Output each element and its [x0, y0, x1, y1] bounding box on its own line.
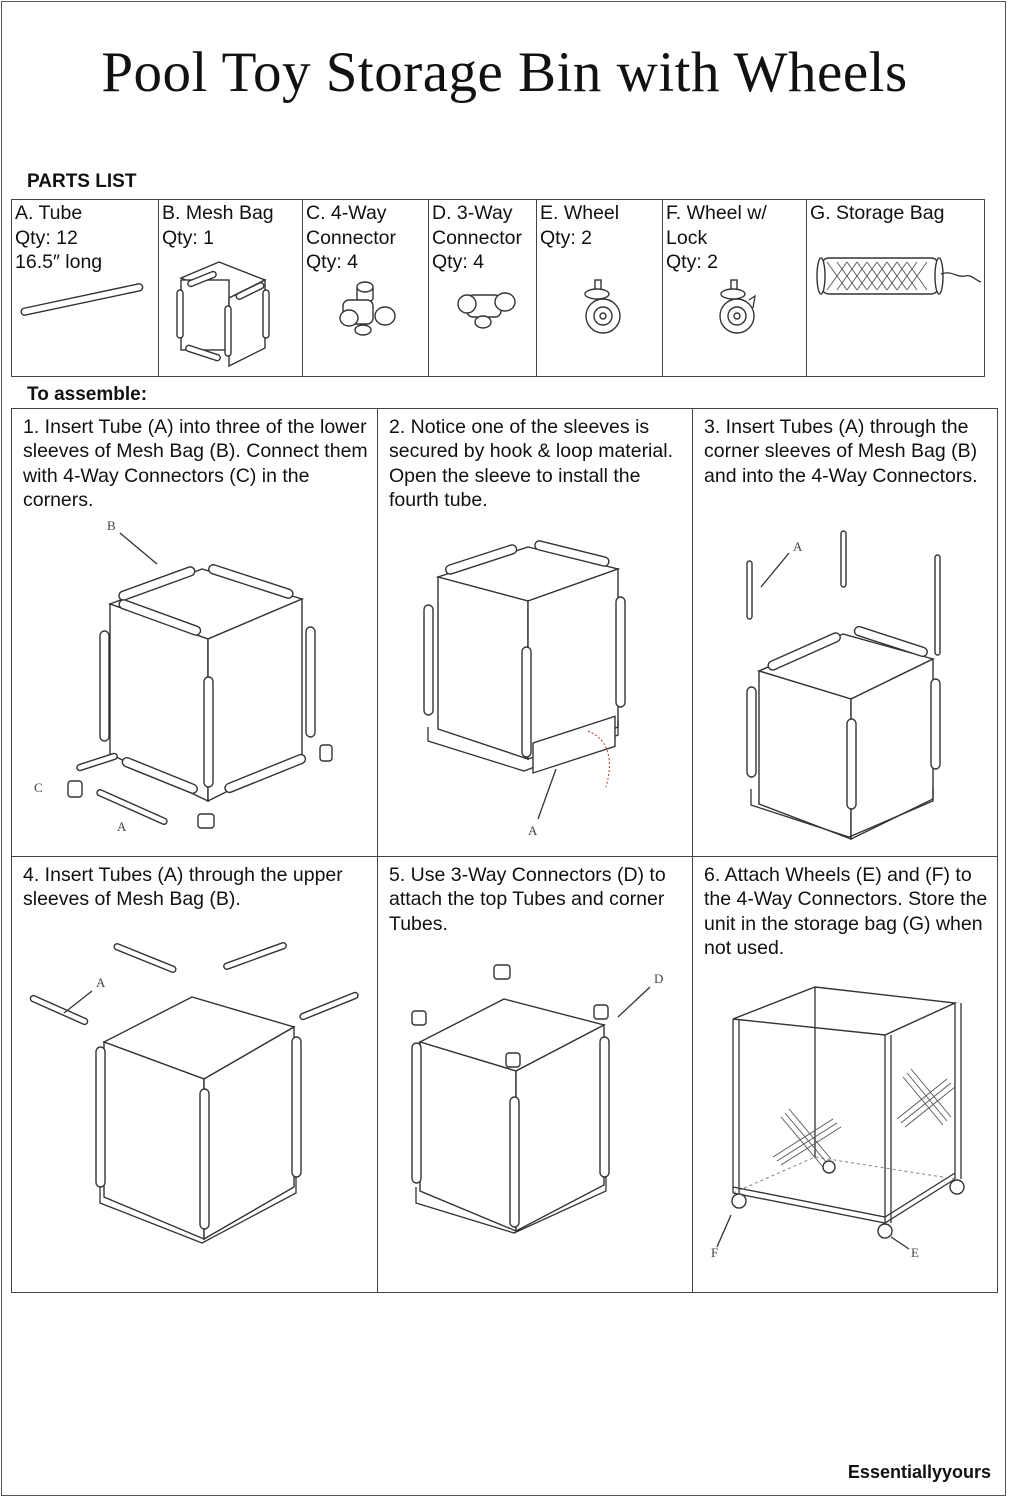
step-3-label-a: A [793, 539, 803, 554]
page-title: Pool Toy Storage Bin with Wheels [101, 41, 908, 104]
step-1-text: 1. Insert Tube (A) into three of the low… [23, 416, 368, 511]
step-4-label-a: A [96, 975, 106, 990]
part-four-way-connector-text: C. 4-Way Connector Qty: 4 [306, 202, 396, 273]
step-1-label-b: B [107, 518, 116, 533]
step-4-illustration: A [29, 942, 359, 1244]
step-5-illustration: D [411, 964, 663, 1234]
step-6: 6. Attach Wheels (E) and (F) to the 4-Wa… [693, 857, 997, 1292]
part-mesh-bag: B. Mesh Bag Qty: 1 [159, 200, 303, 376]
part-locking-wheel: F. Wheel w/ Lock Qty: 2 [663, 200, 807, 376]
step-3-text: 3. Insert Tubes (A) through the corner s… [704, 416, 978, 487]
step-4: 4. Insert Tubes (A) through the upper sl… [12, 857, 378, 1292]
part-locking-wheel-text: F. Wheel w/ Lock Qty: 2 [666, 202, 767, 273]
three-way-connector-icon [457, 292, 516, 329]
step-6-text: 6. Attach Wheels (E) and (F) to the 4-Wa… [704, 864, 988, 959]
step-4-text: 4. Insert Tubes (A) through the upper sl… [23, 864, 343, 911]
step-6-label-e: E [911, 1245, 919, 1260]
locking-wheel-icon [719, 279, 756, 334]
part-tube-text: A. Tube Qty: 12 16.5″ long [15, 202, 103, 273]
assembly-steps-grid: 1. Insert Tube (A) into three of the low… [11, 408, 998, 1293]
mesh-bag-icon [176, 261, 270, 368]
four-way-connector-icon [339, 281, 396, 336]
part-wheel-text: E. Wheel Qty: 2 [540, 202, 620, 249]
brand-name: Essentiallyyours [847, 1462, 991, 1482]
step-1: 1. Insert Tube (A) into three of the low… [12, 409, 378, 857]
step-5: 5. Use 3-Way Connectors (D) to attach th… [378, 857, 693, 1292]
step-6-illustration: F E [711, 986, 965, 1260]
step-2-label-a: A [528, 823, 538, 838]
part-four-way-connector: C. 4-Way Connector Qty: 4 [303, 200, 429, 376]
step-5-label-d: D [654, 971, 663, 986]
parts-list-heading: PARTS LIST [27, 171, 137, 192]
part-three-way-connector: D. 3-Way Connector Qty: 4 [429, 200, 537, 376]
step-1-label-c: C [34, 780, 43, 795]
step-1-label-a: A [117, 819, 127, 834]
step-5-text: 5. Use 3-Way Connectors (D) to attach th… [389, 864, 666, 935]
part-wheel: E. Wheel Qty: 2 [537, 200, 663, 376]
step-1-illustration: B C A [34, 518, 333, 834]
storage-bag-icon [816, 257, 982, 295]
step-2-text: 2. Notice one of the sleeves is secured … [389, 416, 673, 511]
tube-icon [20, 283, 144, 316]
step-2-illustration: A [423, 540, 626, 838]
part-tube: A. Tube Qty: 12 16.5″ long [12, 200, 159, 376]
step-3-illustration: A [746, 530, 941, 841]
part-mesh-bag-text: B. Mesh Bag Qty: 1 [162, 202, 274, 249]
parts-list-table: A. Tube Qty: 12 16.5″ long B. Mesh Bag Q… [11, 199, 985, 377]
step-3: 3. Insert Tubes (A) through the corner s… [693, 409, 997, 857]
step-2: 2. Notice one of the sleeves is secured … [378, 409, 693, 857]
wheel-icon [584, 279, 621, 334]
assembly-heading: To assemble: [27, 384, 148, 405]
part-storage-bag-text: G. Storage Bag [810, 202, 945, 224]
part-storage-bag: G. Storage Bag [807, 200, 984, 376]
part-three-way-connector-text: D. 3-Way Connector Qty: 4 [432, 202, 522, 273]
step-6-label-f: F [711, 1245, 718, 1260]
